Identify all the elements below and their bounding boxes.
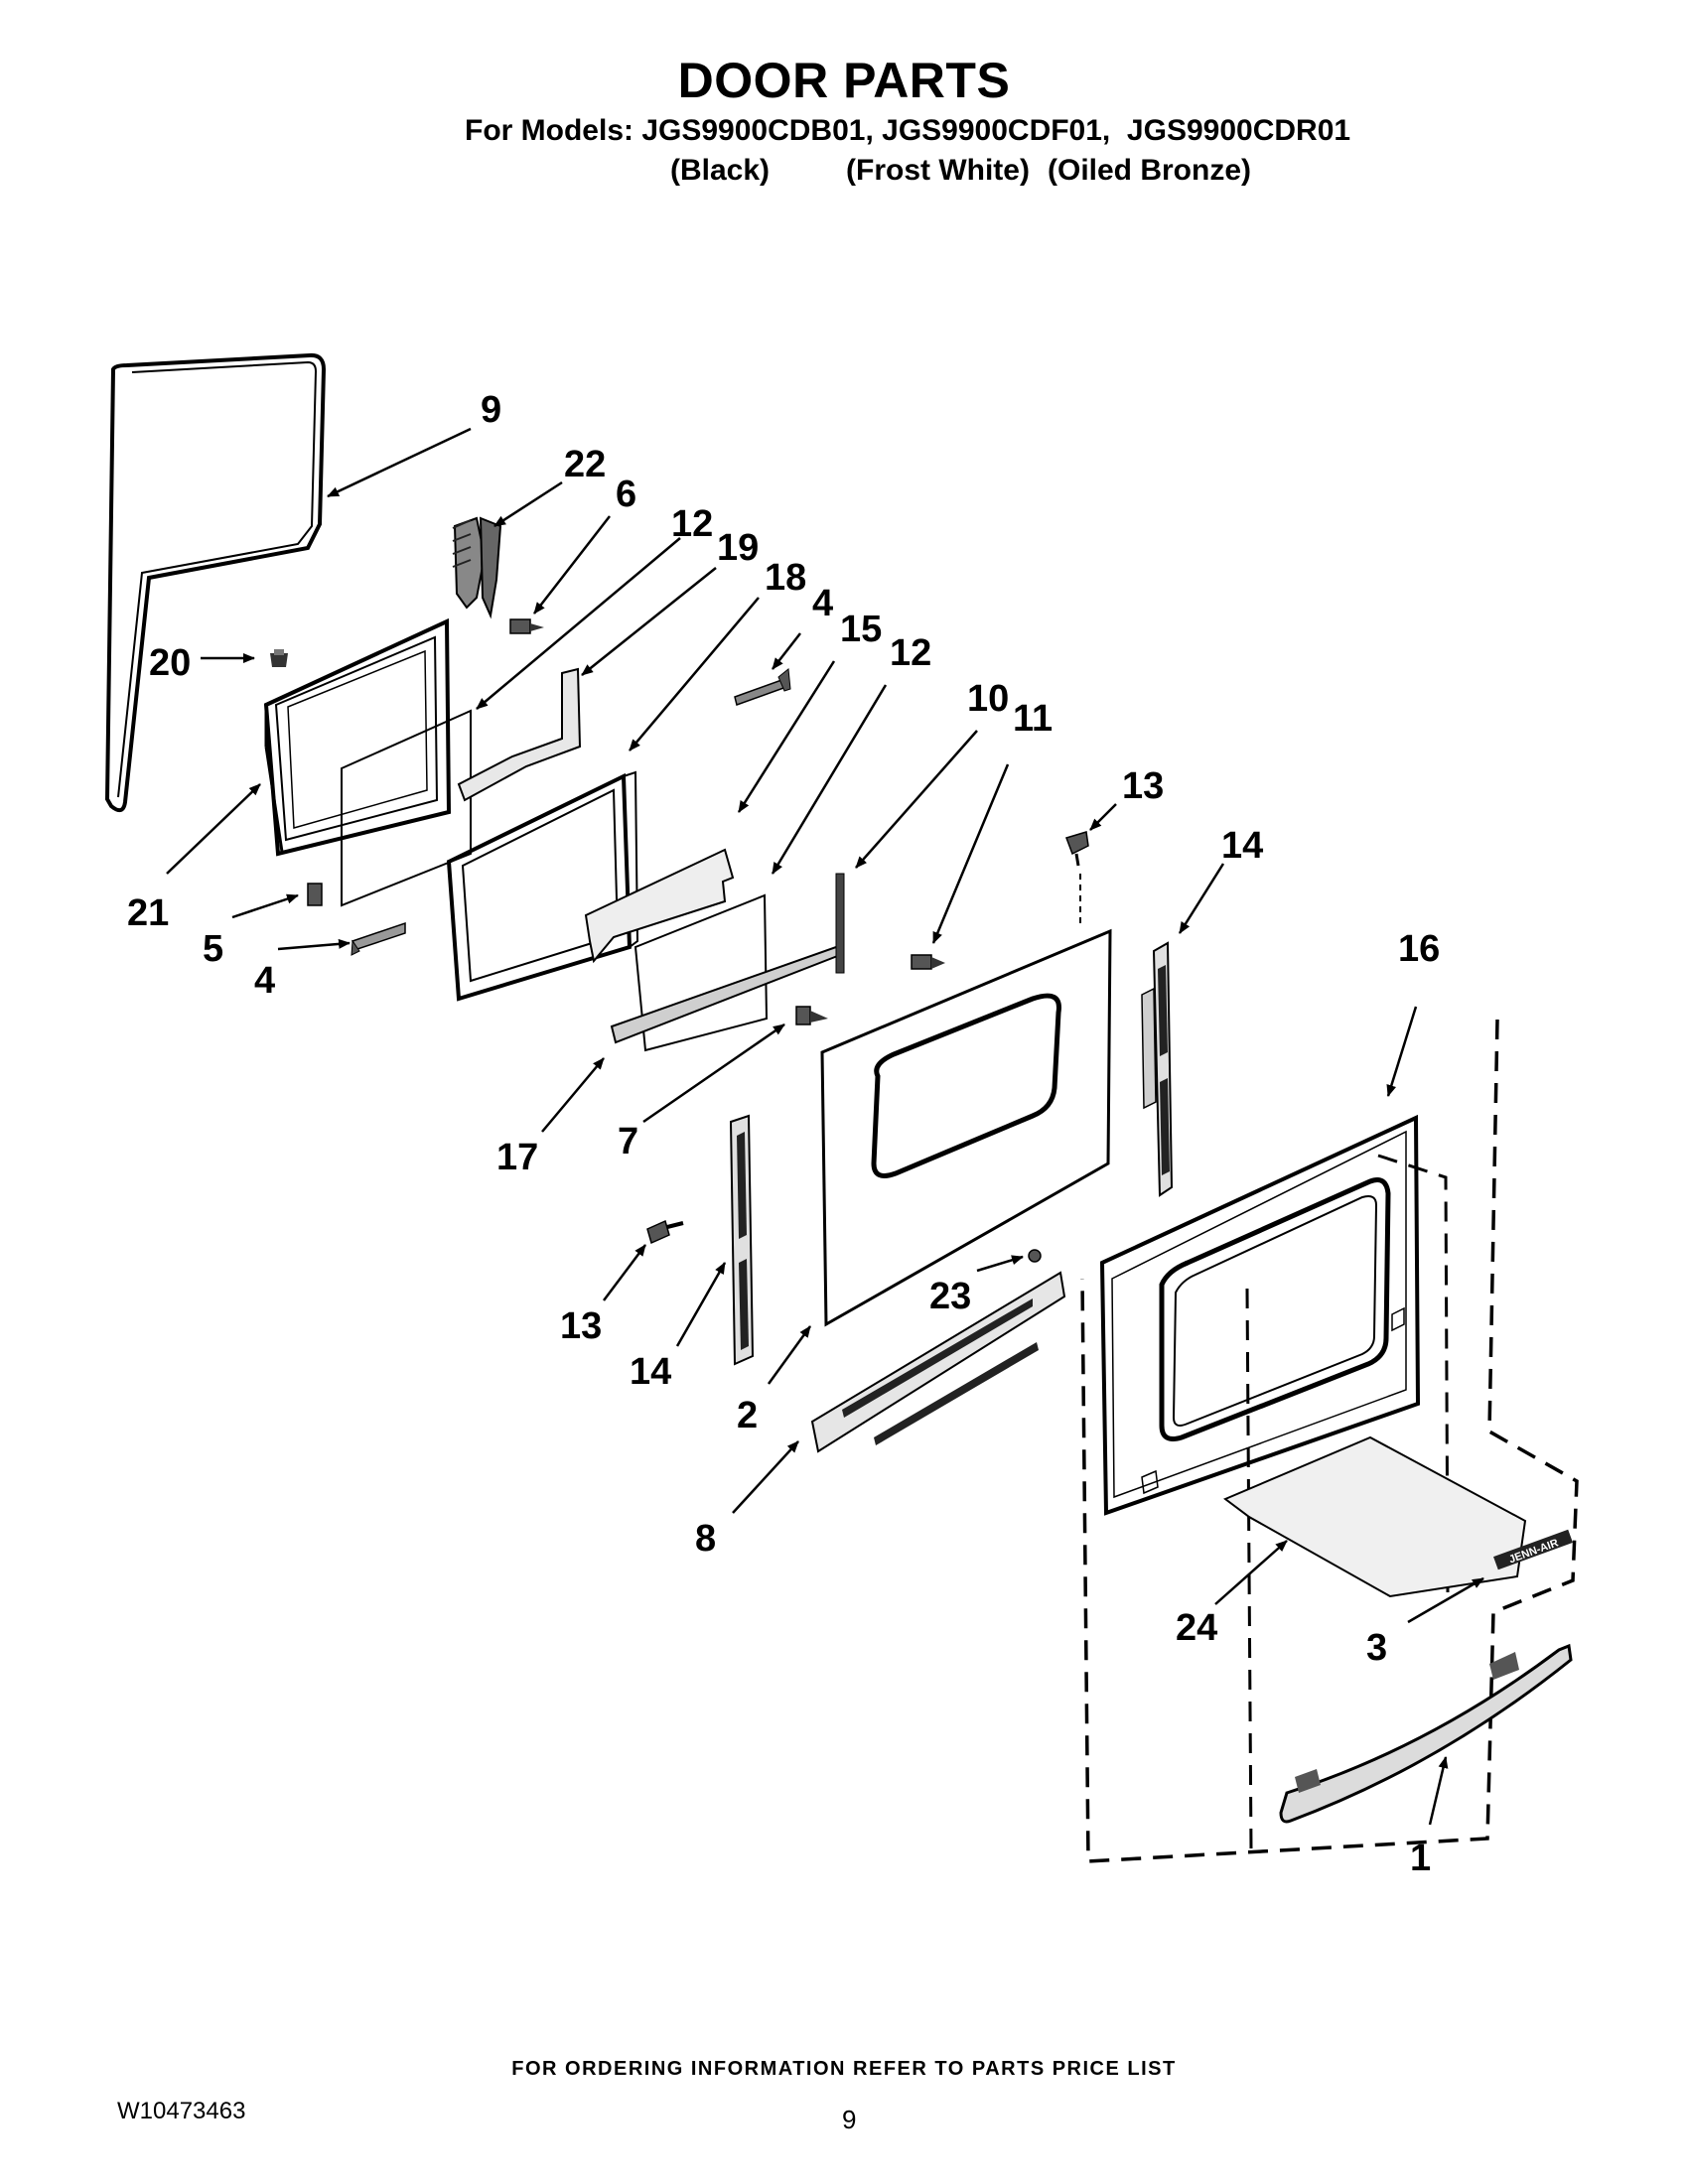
callout-23: 23 bbox=[929, 1276, 971, 1317]
callout-4-lower: 4 bbox=[254, 960, 275, 1002]
outer-door-glass bbox=[820, 928, 1112, 1327]
callout-12-middle: 12 bbox=[890, 632, 931, 674]
callout-1: 1 bbox=[1410, 1838, 1431, 1879]
door-gasket bbox=[104, 352, 327, 813]
color-frost-white: (Frost White) bbox=[846, 154, 1030, 187]
glass-clip bbox=[307, 883, 323, 906]
callout-24: 24 bbox=[1176, 1607, 1217, 1649]
support-screw bbox=[795, 1006, 828, 1025]
callout-8: 8 bbox=[695, 1518, 716, 1560]
door-screw bbox=[911, 954, 945, 970]
callout-18: 18 bbox=[765, 557, 806, 599]
door-handle bbox=[1279, 1643, 1573, 1824]
callout-17: 17 bbox=[496, 1137, 538, 1178]
color-black: (Black) bbox=[670, 154, 771, 187]
door-panel-insert bbox=[1223, 1435, 1527, 1598]
callout-10: 10 bbox=[967, 678, 1009, 720]
hinge-screw bbox=[509, 618, 544, 634]
glass-pane-inner bbox=[341, 709, 472, 907]
hinge-bracket-bottom bbox=[351, 921, 406, 956]
hinge-bracket-top bbox=[734, 668, 791, 706]
inner-door-frame bbox=[263, 617, 452, 857]
leader-arrows bbox=[166, 427, 1484, 1826]
callout-labels: 9 22 6 12 19 18 4 15 12 10 11 13 14 16 2… bbox=[127, 389, 1440, 1879]
models-line: For Models: JGS9900CDB01, JGS9900CDF01, … bbox=[465, 114, 1351, 147]
callout-11: 11 bbox=[1013, 698, 1053, 740]
callout-14-right: 14 bbox=[1221, 825, 1263, 867]
callout-21: 21 bbox=[127, 892, 169, 934]
callout-13-lower: 13 bbox=[560, 1305, 602, 1347]
door-assembly-outline bbox=[1080, 1019, 1579, 1863]
callout-19: 19 bbox=[717, 527, 759, 569]
door-hinge bbox=[452, 516, 502, 619]
lower-vent-trim bbox=[810, 1271, 1066, 1453]
callout-15: 15 bbox=[840, 609, 882, 650]
callout-12-upper: 12 bbox=[671, 503, 713, 545]
page-title: DOOR PARTS bbox=[677, 53, 1011, 108]
door-insulation bbox=[457, 667, 582, 802]
callout-20: 20 bbox=[149, 642, 191, 684]
callout-14-left: 14 bbox=[630, 1351, 671, 1393]
glass-retainer-frame bbox=[446, 770, 639, 1002]
door-plug bbox=[1028, 1249, 1042, 1263]
outer-door-panel bbox=[1099, 1114, 1421, 1516]
side-trim-left bbox=[729, 1114, 755, 1366]
insulation-sheet bbox=[584, 848, 735, 964]
callout-16: 16 bbox=[1398, 928, 1440, 970]
callout-3: 3 bbox=[1366, 1627, 1387, 1669]
assembly-guide-line bbox=[1245, 1154, 1450, 1851]
callout-9: 9 bbox=[481, 389, 501, 431]
door-bumper bbox=[270, 649, 288, 667]
page-number: 9 bbox=[842, 2105, 857, 2134]
callout-22: 22 bbox=[564, 444, 606, 485]
trim-screw-left bbox=[646, 1219, 684, 1245]
callout-4-upper: 4 bbox=[812, 583, 833, 624]
trim-screw-top bbox=[1065, 831, 1089, 923]
color-oiled-bronze: (Oiled Bronze) bbox=[1048, 154, 1252, 187]
ordering-note: FOR ORDERING INFORMATION REFER TO PARTS … bbox=[511, 2058, 1177, 2080]
document-number: W10473463 bbox=[117, 2098, 246, 2124]
callout-6: 6 bbox=[616, 474, 636, 515]
callout-2: 2 bbox=[737, 1395, 758, 1436]
callout-5: 5 bbox=[203, 928, 223, 970]
callout-13-upper: 13 bbox=[1122, 765, 1164, 807]
side-trim-right bbox=[1141, 941, 1174, 1197]
glass-support-channel bbox=[610, 945, 842, 1044]
door-channel bbox=[835, 873, 845, 974]
callout-7: 7 bbox=[618, 1121, 638, 1162]
